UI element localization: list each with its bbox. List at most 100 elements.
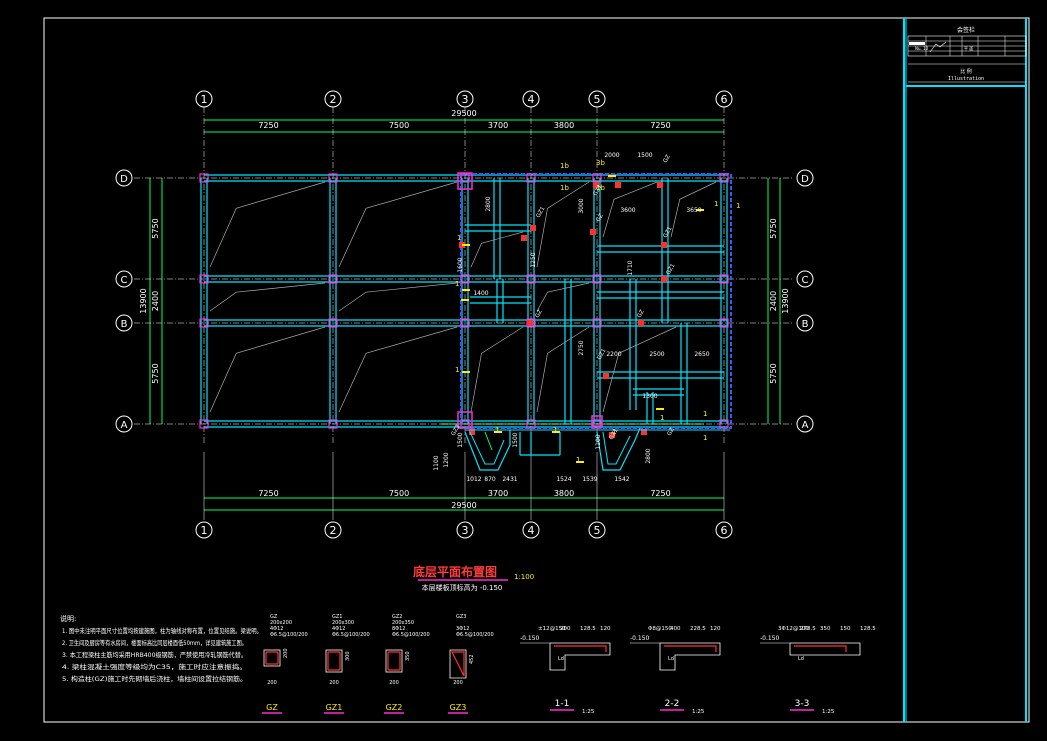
dim-inner: 1524 bbox=[556, 476, 571, 483]
dim-inner: 1200 bbox=[443, 452, 450, 467]
slab-dim: 200 bbox=[560, 626, 571, 632]
axis-number: 6 bbox=[721, 93, 728, 106]
axis-number: 2 bbox=[330, 524, 337, 537]
dimension-lines bbox=[149, 119, 781, 511]
slab-dim: 120 bbox=[600, 626, 611, 632]
axis-bubble-C-left: C bbox=[115, 270, 133, 288]
gz-mark bbox=[657, 182, 663, 188]
slab-top-rebar: 3Φ12@100 bbox=[778, 626, 809, 632]
title-block-line2: Illustration bbox=[948, 76, 984, 82]
axis-bubble-2-bottom: 2 bbox=[324, 521, 342, 539]
title-block-cell-b: 平 面 bbox=[964, 46, 973, 51]
section-spec: 200x350 bbox=[392, 620, 414, 626]
axis-bubble-2-top: 2 bbox=[324, 90, 342, 108]
slab-section-scale: 1:25 bbox=[822, 709, 835, 715]
axis-number: 3 bbox=[462, 524, 469, 537]
dim-inner: 2500 bbox=[649, 351, 664, 358]
dim-inner: 1500 bbox=[457, 432, 464, 447]
section-spec: Φ6.5@100/200 bbox=[392, 632, 430, 638]
axis-letter: D bbox=[801, 174, 809, 185]
axis-bubble-B-right: B bbox=[796, 314, 814, 332]
dim-top-span: 3700 bbox=[488, 121, 508, 130]
dim-bottom-total: 29500 bbox=[451, 501, 476, 510]
section-marker: 1 bbox=[495, 426, 499, 434]
axis-number: 5 bbox=[594, 93, 601, 106]
axis-number: 2 bbox=[330, 93, 337, 106]
dim-top-span: 7250 bbox=[258, 121, 278, 130]
dim-left-span: 5750 bbox=[151, 363, 160, 383]
gz-mark bbox=[661, 242, 667, 248]
slab-dim: 400 bbox=[670, 626, 681, 632]
dim-top-total: 29500 bbox=[451, 109, 476, 118]
column-mark bbox=[526, 419, 536, 429]
section-width: 200 bbox=[389, 680, 399, 686]
axis-bubble-A-left: A bbox=[115, 415, 133, 433]
beam-layout bbox=[199, 172, 732, 471]
dim-bottom-span: 7250 bbox=[258, 489, 278, 498]
gz-mark bbox=[609, 432, 615, 438]
slab-section-scale: 1:25 bbox=[582, 709, 595, 715]
slab-section-scale: 1:25 bbox=[692, 709, 705, 715]
dim-left-span: 5750 bbox=[151, 218, 160, 238]
axis-bubble-5-bottom: 5 bbox=[588, 521, 606, 539]
dim-inner: 1539 bbox=[582, 476, 597, 483]
gz-mark bbox=[527, 320, 533, 326]
dim-inner: 1250 bbox=[530, 252, 537, 267]
column-mark bbox=[719, 173, 729, 183]
slab-dim: 228.5 bbox=[690, 626, 706, 632]
slab-dim: 278.5 bbox=[800, 626, 816, 632]
notes-block: 说明: 1. 图中未注明平面尺寸位置均按建施图，柱为轴线对称布置，位置见结施。梁… bbox=[60, 614, 262, 683]
dim-bottom-span: 3700 bbox=[488, 489, 508, 498]
dim-bottom-span: 7500 bbox=[389, 489, 409, 498]
dim-inner: 2750 bbox=[578, 340, 585, 355]
section-marker: 1 bbox=[703, 410, 707, 418]
slab-dim: 128.5 bbox=[860, 626, 876, 632]
axis-bubble-3-bottom: 3 bbox=[456, 521, 474, 539]
dim-inner: 2800 bbox=[485, 196, 492, 211]
dim-left-span: 2400 bbox=[151, 291, 160, 311]
note-item: 3. 本工程梁柱主筋均采用HRB400级钢筋，严禁使用冷轧钢筋代替。 bbox=[62, 650, 247, 659]
axis-bubble-C-right: C bbox=[796, 270, 814, 288]
title-block-cell-a: Nu. 10 bbox=[915, 46, 929, 51]
dim-inner: 1710 bbox=[627, 260, 634, 275]
section-marker: 1 bbox=[455, 366, 459, 374]
section-marker: 1 bbox=[612, 428, 616, 436]
column-mark bbox=[460, 173, 470, 183]
gz-mark bbox=[638, 320, 644, 326]
slab-dim: 120 bbox=[710, 626, 721, 632]
slab-mark: Ld bbox=[558, 656, 564, 662]
dim-inner: 2200 bbox=[606, 351, 621, 358]
dim-top-span: 7500 bbox=[389, 121, 409, 130]
axis-number: 6 bbox=[721, 524, 728, 537]
gz-label: GZ bbox=[596, 213, 605, 223]
column-mark bbox=[592, 419, 602, 429]
section-spec: GZ3 bbox=[456, 614, 466, 620]
axis-letter: D bbox=[120, 174, 128, 185]
dim-bottom-span: 7250 bbox=[650, 489, 670, 498]
section-spec: 4Φ12 bbox=[332, 626, 345, 632]
slab-top-rebar: Φ8@150 bbox=[648, 626, 672, 632]
dim-inner: 1400 bbox=[473, 290, 488, 297]
gz-label: GZ1 bbox=[593, 184, 604, 197]
axis-number: 4 bbox=[528, 93, 535, 106]
slab-section-name: 2-2 bbox=[665, 699, 680, 709]
gz-mark bbox=[661, 276, 667, 282]
section-marker: 1b bbox=[560, 184, 569, 192]
dim-inner: 3000 bbox=[578, 198, 585, 213]
gz-label: GZ1 bbox=[609, 428, 620, 441]
note-item: 5. 构造柱(GZ)施工时先砌墙后浇柱，墙柱间设置拉结钢筋。 bbox=[62, 674, 247, 683]
section-name: GZ1 bbox=[326, 703, 343, 712]
slab-level: -0.150 bbox=[760, 635, 780, 642]
gz-label: GZ bbox=[535, 309, 544, 319]
axis-letter: A bbox=[121, 420, 128, 431]
note-item: 2. 卫生间及厨房等有水房间，楼面标高比同层楼面低50mm，详见建筑施工图。 bbox=[62, 638, 247, 647]
slab-level: -0.150 bbox=[630, 635, 650, 642]
section-width: 200 bbox=[453, 680, 463, 686]
gz-mark bbox=[530, 225, 536, 231]
axis-letter: B bbox=[121, 319, 128, 330]
dim-bottom-span: 3800 bbox=[554, 489, 574, 498]
section-marker: 1 bbox=[553, 426, 557, 434]
